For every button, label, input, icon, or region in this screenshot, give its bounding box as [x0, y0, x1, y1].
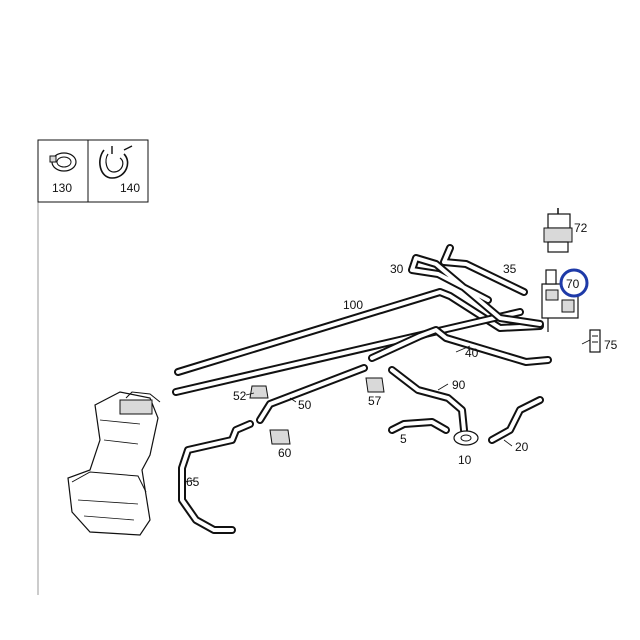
callout-57: 57	[368, 394, 382, 408]
clip-52	[249, 385, 269, 399]
leader-lines	[183, 339, 591, 483]
inset-label-130: 130	[52, 181, 72, 195]
callout-72: 72	[574, 221, 588, 235]
washer-reservoir	[67, 391, 161, 536]
pump-72	[543, 208, 573, 253]
callout-90: 90	[452, 378, 466, 392]
plug-75	[589, 329, 601, 353]
callout-50: 50	[298, 398, 312, 412]
inset-label-140: 140	[120, 181, 140, 195]
callout-40: 40	[465, 346, 479, 360]
clip-57	[365, 377, 385, 393]
callout-10: 10	[458, 453, 472, 467]
callout-30: 30	[390, 262, 404, 276]
clip-60	[269, 429, 291, 445]
callout-70: 70	[566, 277, 580, 291]
callout-labels: 72 30 35 70 100 75 40 90 52 50 57 5 10 2…	[186, 221, 618, 489]
callout-100: 100	[343, 298, 363, 312]
callout-5: 5	[400, 432, 407, 446]
highlight-ring-70	[559, 268, 589, 298]
clamp-inset-box: 130 140	[37, 139, 149, 203]
callout-20: 20	[515, 440, 529, 454]
callout-52: 52	[233, 389, 247, 403]
callout-60: 60	[278, 446, 292, 460]
connector-10	[453, 430, 479, 446]
valve-block-70	[541, 269, 579, 332]
hose-lines	[172, 244, 552, 534]
hose-clamp-wire-icon	[99, 145, 133, 179]
callout-35: 35	[503, 262, 517, 276]
hose-clamp-band-icon	[49, 152, 77, 172]
callout-65: 65	[186, 475, 200, 489]
callout-75: 75	[604, 338, 618, 352]
